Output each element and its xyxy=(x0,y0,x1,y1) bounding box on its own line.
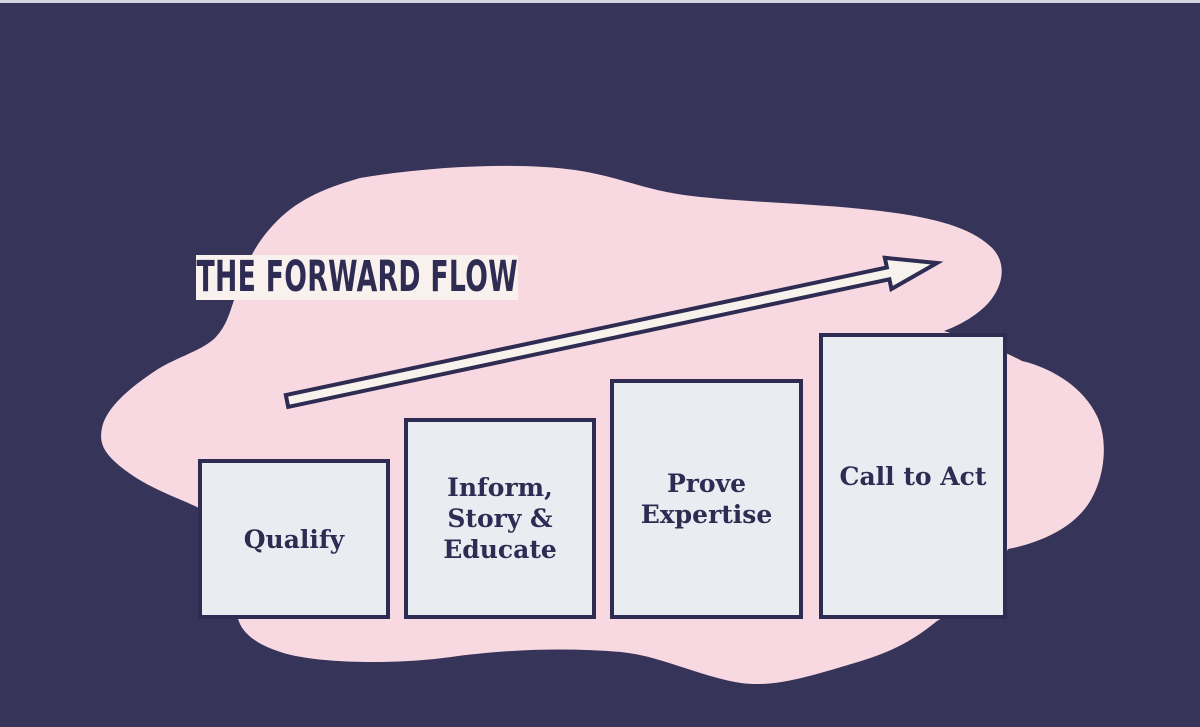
step-label-line: Story & xyxy=(447,504,553,533)
step-bar-qualify: Qualify xyxy=(198,459,390,619)
step-label-line: Educate xyxy=(443,535,557,564)
step-label-line: Expertise xyxy=(640,500,773,529)
growth-arrow xyxy=(283,255,944,410)
step-label-line: Call to Act xyxy=(839,461,987,491)
step-bar-call-to-act: Call to Act xyxy=(819,333,1007,619)
step-bar-prove-expertise: Prove Expertise xyxy=(610,379,803,619)
top-edge-line xyxy=(0,0,1200,3)
step-bar-inform-story-educate: Inform, Story & Educate xyxy=(404,418,596,619)
step-label: Inform, Story & Educate xyxy=(443,472,557,565)
page-title: THE FORWARD FLOW xyxy=(196,252,518,302)
step-label-line: Inform, xyxy=(447,473,553,502)
step-label-line: Qualify xyxy=(243,524,345,554)
title-strip: THE FORWARD FLOW xyxy=(196,255,518,300)
step-label-line: Prove xyxy=(666,469,747,498)
step-label: Qualify xyxy=(244,524,344,555)
step-label: Call to Act xyxy=(840,461,987,492)
step-label: Prove Expertise xyxy=(641,468,773,530)
